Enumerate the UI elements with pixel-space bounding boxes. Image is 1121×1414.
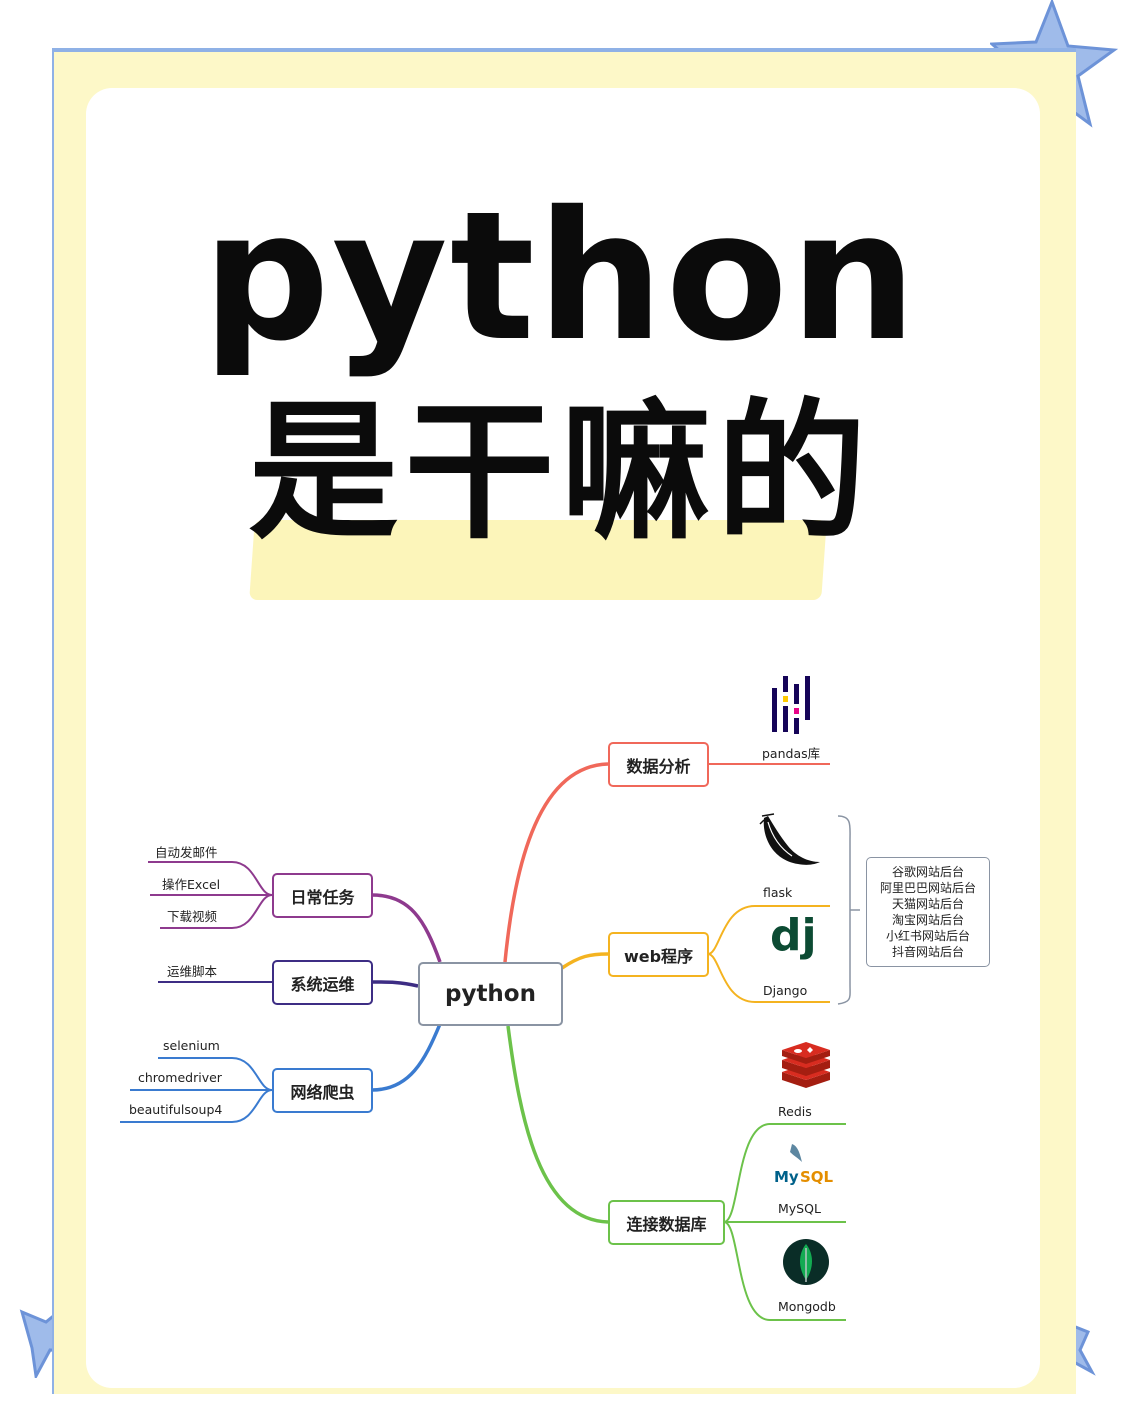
node-sysops: 系统运维 bbox=[272, 960, 373, 1005]
node-daily-tasks: 日常任务 bbox=[272, 873, 373, 918]
leaf-mongodb: Mongodb bbox=[778, 1299, 836, 1314]
root-node: python bbox=[418, 962, 563, 1026]
site-item: 天猫网站后台 bbox=[891, 897, 964, 911]
title-line-2: 是干嘛的 bbox=[248, 386, 873, 560]
svg-text:My: My bbox=[774, 1168, 799, 1186]
leaf-selenium: selenium bbox=[163, 1038, 220, 1053]
sites-box: 谷歌网站后台 阿里巴巴网站后台 天猫网站后台 淘宝网站后台 小红书网站后台 抖音… bbox=[866, 857, 990, 967]
leaf-mysql: MySQL bbox=[778, 1201, 821, 1216]
redis-icon bbox=[782, 1042, 830, 1088]
node-web: web程序 bbox=[608, 932, 709, 977]
node-data-analysis: 数据分析 bbox=[608, 742, 709, 787]
inner-card bbox=[86, 88, 1040, 1388]
leaf-pandas: pandas库 bbox=[762, 746, 821, 761]
leaf-flask: flask bbox=[763, 885, 793, 900]
leaf-send-email: 自动发邮件 bbox=[155, 845, 218, 860]
site-item: 抖音网站后台 bbox=[891, 945, 964, 959]
mongodb-icon bbox=[783, 1239, 829, 1285]
leaf-ops-script: 运维脚本 bbox=[167, 964, 218, 979]
site-item: 淘宝网站后台 bbox=[891, 913, 964, 927]
mysql-icon: My SQL bbox=[774, 1144, 834, 1186]
site-item: 谷歌网站后台 bbox=[891, 865, 964, 879]
leaf-django: Django bbox=[763, 983, 808, 998]
flask-icon bbox=[759, 813, 820, 865]
leaf-bs4: beautifulsoup4 bbox=[129, 1102, 223, 1117]
pandas-icon bbox=[772, 676, 810, 734]
leaf-redis: Redis bbox=[778, 1104, 812, 1119]
leaf-excel: 操作Excel bbox=[162, 877, 221, 892]
title-line-1: python bbox=[202, 173, 919, 380]
node-database: 连接数据库 bbox=[608, 1200, 725, 1245]
leaf-download-video: 下载视频 bbox=[167, 909, 218, 924]
site-item: 阿里巴巴网站后台 bbox=[879, 881, 976, 895]
svg-text:SQL: SQL bbox=[800, 1168, 834, 1186]
node-crawler: 网络爬虫 bbox=[272, 1068, 373, 1113]
site-item: 小红书网站后台 bbox=[885, 929, 970, 943]
django-icon: dj bbox=[770, 910, 817, 961]
leaf-chromedriver: chromedriver bbox=[138, 1070, 222, 1085]
